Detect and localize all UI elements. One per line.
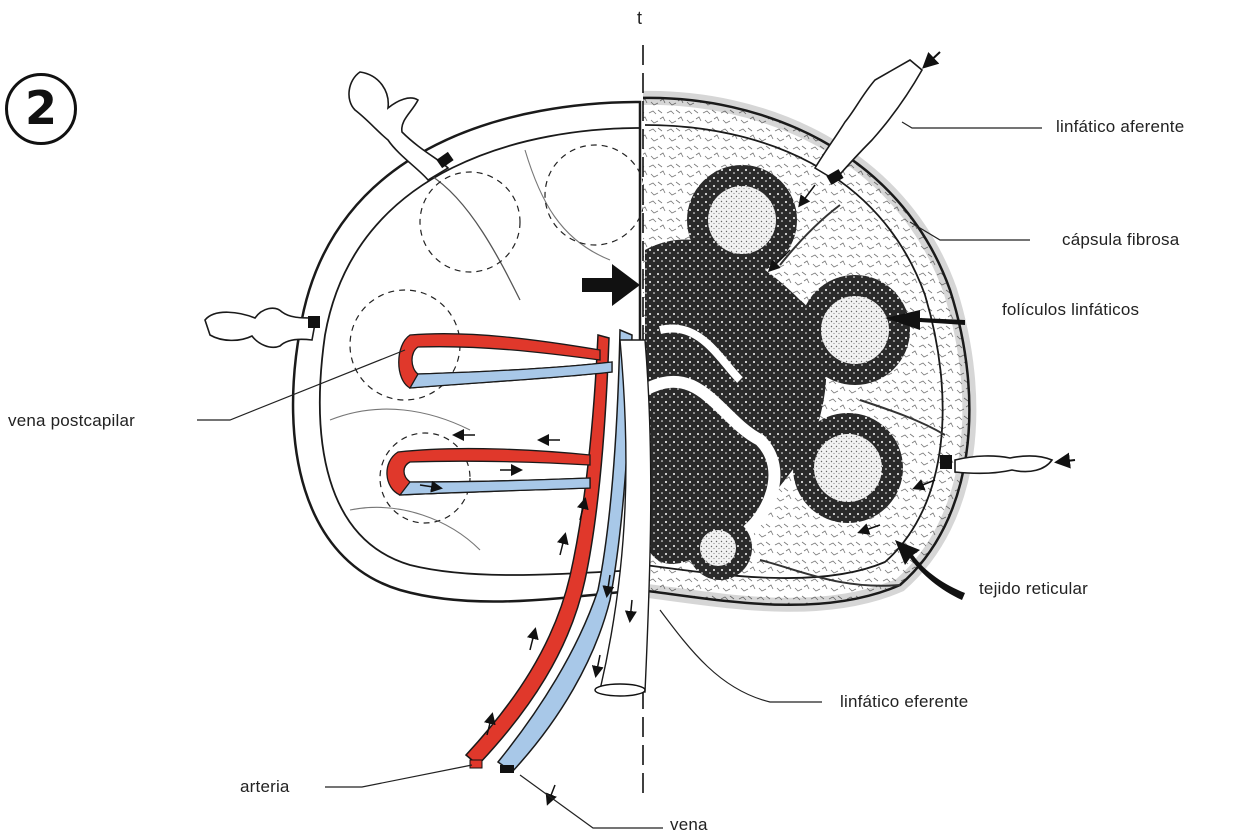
top-mark: t [637,8,642,29]
label-arteria: arteria [240,777,290,797]
label-linfatico-eferente: linfático eferente [840,692,968,712]
lymphatic-follicle [800,275,910,385]
figure-number-badge: 2 [5,73,77,145]
node-right-half [640,98,969,605]
label-linfatico-aferente: linfático aferente [1056,117,1184,137]
label-capsula-fibrosa: cápsula fibrosa [1062,230,1179,250]
label-tejido-reticular: tejido reticular [979,579,1088,599]
label-foliculos-linfaticos: folículos linfáticos [1002,300,1139,320]
lymphatic-follicle [793,413,903,523]
lymphatic-follicle [688,516,752,580]
label-vena: vena [670,815,708,835]
label-vena-postcapilar: vena postcapilar [8,411,135,431]
